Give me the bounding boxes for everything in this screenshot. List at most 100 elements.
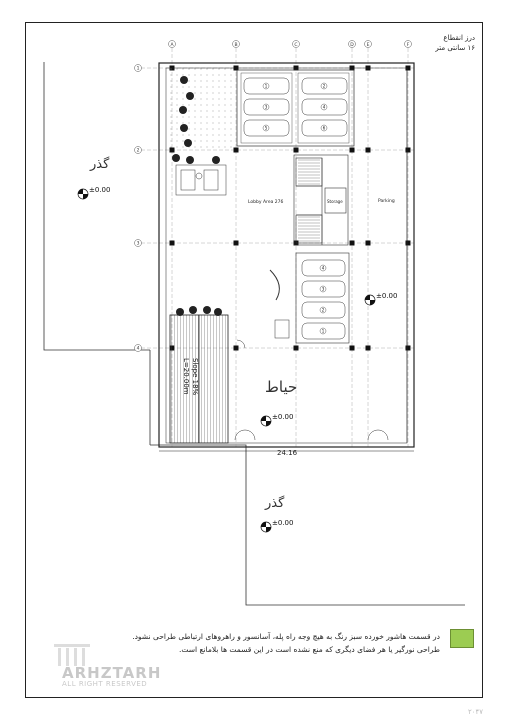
column (293, 345, 299, 351)
column (233, 147, 239, 153)
stair-flights (298, 159, 320, 242)
doors (234, 339, 389, 441)
page-number: ۲۰۴۷ (468, 708, 484, 716)
column (365, 147, 371, 153)
grid-letter: F (407, 42, 410, 48)
car-number: 2 (323, 84, 326, 89)
plant (189, 306, 197, 314)
car-number-circle (319, 306, 327, 314)
column (365, 240, 371, 246)
car-number-circle (319, 285, 327, 293)
level-value: ±0.00 (376, 292, 397, 300)
grid-letter: D (350, 42, 354, 48)
car-number: 4 (322, 266, 325, 271)
legend-note-line-2: طراحی نورگیر یا هر فضای دیگری که منع نشد… (178, 645, 440, 654)
grid-bubble (348, 40, 356, 48)
car-number-circle (320, 82, 328, 90)
plant (186, 156, 194, 164)
car (301, 301, 346, 319)
grid-bubble (134, 344, 142, 352)
level-marker: ±0.00 (364, 292, 397, 306)
car (243, 119, 290, 137)
car (301, 98, 348, 116)
level-value: ±0.00 (272, 413, 293, 421)
grid-number: 4 (137, 346, 140, 352)
column (233, 240, 239, 246)
ramp (169, 314, 229, 444)
street-label-left: گذر (89, 156, 110, 172)
lobby-label: Lobby Area 276 (248, 199, 283, 205)
brand-tagline: ALL RIGHT RESERVED (62, 680, 148, 688)
grid-letter: E (367, 42, 370, 48)
columns-logo-icon (54, 644, 90, 666)
car (243, 77, 290, 95)
car-number: 4 (323, 105, 326, 110)
plant (180, 124, 188, 132)
car-number: 2 (322, 308, 325, 313)
core (293, 154, 349, 246)
grid-letter: B (234, 42, 237, 48)
expansion-joint-note: درز انقطاع ۱۶ سانتی متر (405, 33, 475, 53)
car-number: 1 (322, 329, 325, 334)
car-number: 3 (265, 105, 268, 110)
yard-label: حیاط (265, 378, 297, 396)
plant (186, 92, 194, 100)
plant (203, 306, 211, 314)
plant (176, 308, 184, 316)
grid-bubble (232, 40, 240, 48)
column (169, 147, 175, 153)
level-value: ±0.00 (272, 519, 293, 527)
car-number-circle (320, 103, 328, 111)
column (405, 345, 411, 351)
column (365, 345, 371, 351)
parking-label: Parking (378, 198, 395, 204)
legend-note-line-1: در قسمت هاشور خورده سبز رنگ به هیچ وجه ر… (132, 632, 440, 641)
plants (172, 76, 222, 316)
car-number-circle (262, 103, 270, 111)
car-number: 5 (265, 126, 268, 131)
column (405, 240, 411, 246)
sheet-frame (25, 22, 483, 698)
car (301, 280, 346, 298)
level-marker: ±0.00 (77, 186, 110, 200)
car-number-circle (320, 124, 328, 132)
car-number-circle (262, 82, 270, 90)
level-marker: ±0.00 (260, 519, 293, 533)
ramp-length-label: L=20.00m (182, 358, 190, 395)
column (349, 345, 355, 351)
car (301, 119, 348, 137)
grid-bubble (134, 146, 142, 154)
overall-dimension: 24.16 (277, 449, 298, 457)
plant (214, 308, 222, 316)
grid-number: 2 (137, 148, 140, 154)
car (301, 322, 346, 340)
paved-area (166, 68, 232, 148)
column (349, 240, 355, 246)
grid-bubble (292, 40, 300, 48)
grid-bubble (168, 40, 176, 48)
plant (184, 139, 192, 147)
car-number-circle (319, 264, 327, 272)
car (301, 77, 348, 95)
level-marker: ±0.00 (260, 413, 293, 427)
lobby-furniture (175, 164, 290, 339)
plant (212, 156, 220, 164)
ramp-slope-label: Slope 18% (191, 358, 199, 396)
brand-name: ARHZTARH (62, 664, 162, 682)
grid-bubble (404, 40, 412, 48)
green-hatch-legend-swatch (450, 629, 474, 648)
car (301, 259, 346, 277)
storage-label: Storage (327, 199, 343, 204)
column (293, 147, 299, 153)
grid-number: 3 (137, 241, 140, 247)
expansion-joint-size: ۱۶ سانتی متر (435, 44, 475, 52)
expansion-joint-title: درز انقطاع (443, 34, 475, 42)
grid-letter: A (170, 42, 174, 48)
column (405, 65, 411, 71)
